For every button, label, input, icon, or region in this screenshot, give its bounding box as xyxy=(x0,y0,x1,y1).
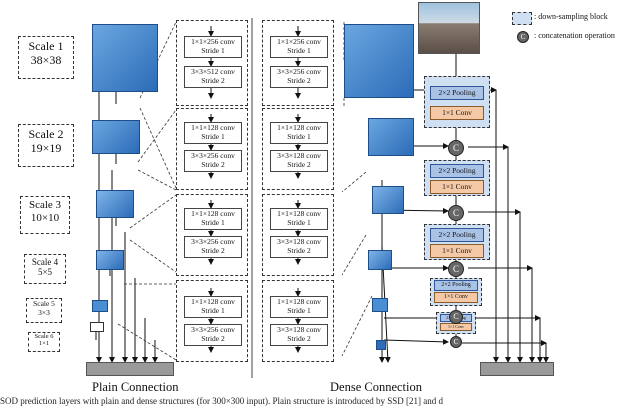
plain-conv-group-1 xyxy=(176,20,248,106)
plain-caption: Plain Connection xyxy=(92,380,179,394)
feature-map-scale-2 xyxy=(92,120,140,154)
plain-conv-group-2 xyxy=(176,108,248,190)
pooling-1: 2×2 Pooling xyxy=(430,86,484,100)
feature-map-scale-1 xyxy=(92,24,158,92)
feature-map-scale-6 xyxy=(90,322,104,332)
dense-caption: Dense Connection xyxy=(330,380,422,394)
dense-feature-map-scale-4 xyxy=(368,250,392,270)
feature-map-scale-5 xyxy=(92,300,108,312)
conv1x1-2: 1×1 Conv xyxy=(430,180,484,194)
pooling-4: 2×2 Pooling xyxy=(434,280,478,291)
dense-conv-group-1 xyxy=(262,20,334,106)
legend-block-label: : down-sampling block xyxy=(534,12,608,21)
dense-feature-map-scale-5 xyxy=(372,298,388,312)
legend-concat-label: : concatenation operation xyxy=(534,31,615,40)
down-sampling-block-1 xyxy=(424,76,490,128)
dense-conv-group-4 xyxy=(262,280,334,362)
conv1x1-3: 1×1 Conv xyxy=(430,244,484,258)
conv1x1-1: 1×1 Conv xyxy=(430,106,484,120)
legend-concat-swatch: C xyxy=(517,31,529,43)
pooling-2: 2×2 Pooling xyxy=(430,164,484,178)
feature-map-scale-3 xyxy=(96,190,134,218)
dense-prediction-bar xyxy=(480,362,554,376)
plain-prediction-bar xyxy=(86,362,174,376)
concat-node-5: C xyxy=(450,336,462,348)
dense-feature-map-scale-3 xyxy=(372,186,404,214)
legend-block-swatch xyxy=(512,12,532,25)
feature-map-scale-4 xyxy=(96,250,124,270)
dense-conv-group-2 xyxy=(262,108,334,190)
dense-conv-group-3 xyxy=(262,194,334,276)
figure-footnote: SOD prediction layers with plain and den… xyxy=(0,396,443,406)
concat-node-1: C xyxy=(448,140,464,156)
concat-node-4: C xyxy=(449,310,463,324)
input-image xyxy=(418,2,480,54)
dense-feature-map-scale-1 xyxy=(344,24,414,98)
conv1x1-4: 1×1 Conv xyxy=(434,292,478,303)
dense-feature-map-scale-6 xyxy=(376,340,386,350)
plain-conv-group-3 xyxy=(176,194,248,276)
dense-feature-map-scale-2 xyxy=(368,118,414,156)
concat-node-3: C xyxy=(448,261,464,277)
conv1x1-5: 1×1 Conv xyxy=(440,323,472,331)
plain-conv-group-4 xyxy=(176,280,248,362)
concat-node-2: C xyxy=(448,205,464,221)
pooling-3: 2×2 Pooling xyxy=(430,228,484,242)
